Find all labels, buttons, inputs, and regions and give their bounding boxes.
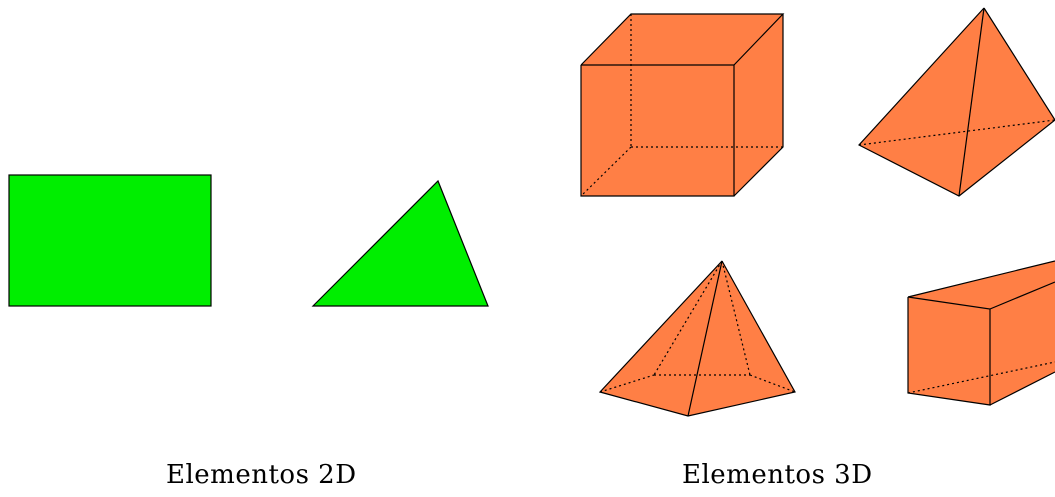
triangle-2d xyxy=(311,179,489,307)
caption-2d-elements: Elementos 2D xyxy=(166,460,357,490)
square-pyramid-3d xyxy=(598,260,796,417)
caption-3d-elements: Elementos 3D xyxy=(682,460,873,490)
elements-2d-group xyxy=(8,174,489,307)
rectangle-2d xyxy=(8,174,212,307)
rectangular-prism-3d xyxy=(907,260,1055,406)
triangular-pyramid-3d xyxy=(858,7,1055,197)
cube-3d xyxy=(580,13,785,197)
elements-3d-group xyxy=(580,7,1055,417)
